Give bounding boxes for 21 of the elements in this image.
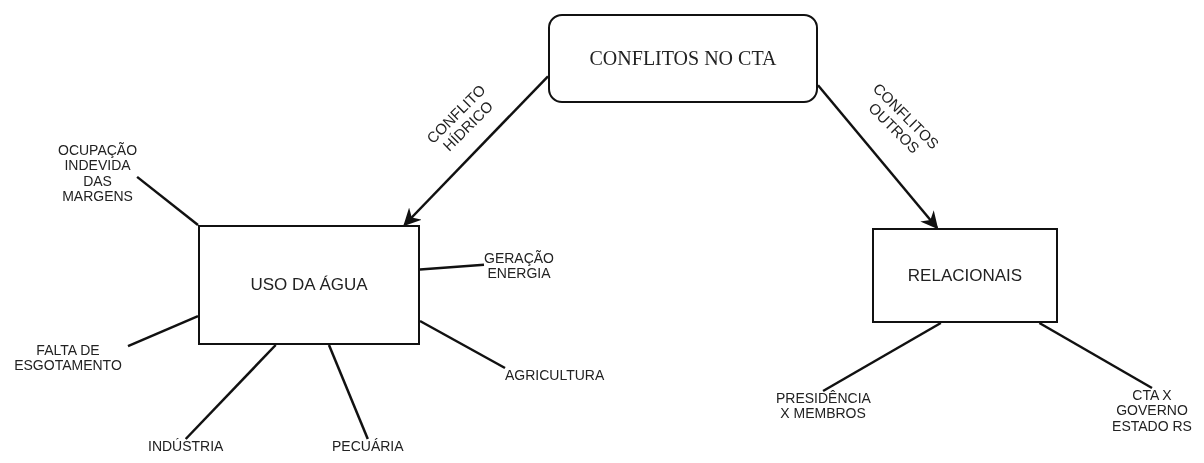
topic-label: OCUPAÇÃO INDEVIDA DAS MARGENS bbox=[58, 143, 138, 205]
arrow bbox=[817, 84, 939, 230]
arrow bbox=[403, 75, 549, 227]
topic-label: INDÚSTRIA bbox=[148, 439, 224, 455]
connector-line bbox=[419, 319, 506, 370]
connector-line bbox=[822, 321, 942, 393]
topic-label: PRESIDÊNCIA X MEMBROS bbox=[776, 391, 871, 422]
connector-line bbox=[184, 344, 277, 440]
connector-line bbox=[136, 175, 199, 226]
connector-line bbox=[419, 263, 485, 271]
topic-label: AGRICULTURA bbox=[505, 368, 605, 384]
connector-line bbox=[127, 315, 199, 348]
topic-label: CTA X GOVERNO ESTADO RS bbox=[1108, 388, 1196, 435]
category-box: USO DA ÁGUA bbox=[198, 225, 420, 345]
topic-label: FALTA DE ESGOTAMENTO bbox=[8, 343, 128, 374]
root-box: CONFLITOS NO CTA bbox=[548, 14, 818, 103]
connector-line bbox=[327, 344, 369, 440]
topic-label: GERAÇÃO ENERGIA bbox=[484, 251, 554, 282]
connector-line bbox=[1038, 321, 1153, 390]
category-box: RELACIONAIS bbox=[872, 228, 1058, 323]
topic-label: PECUÁRIA bbox=[332, 439, 404, 455]
